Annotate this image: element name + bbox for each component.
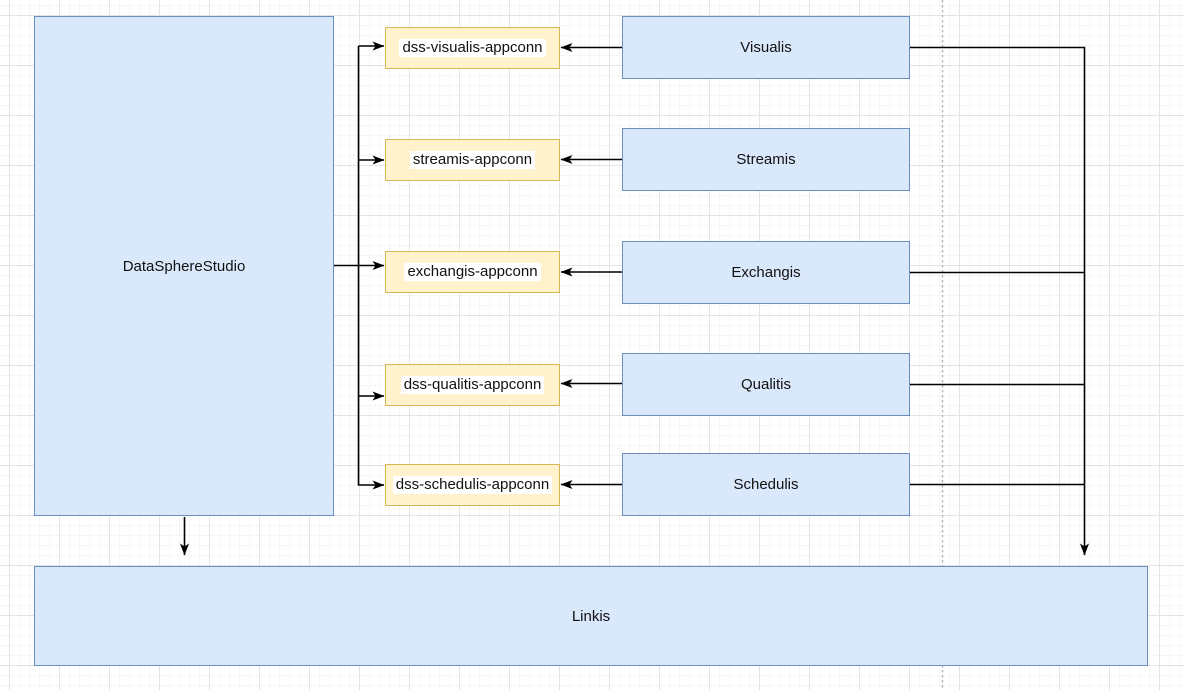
node-exchangis-appconn[interactable]: exchangis-appconn [385,251,560,293]
node-datasphere-studio-label: DataSphereStudio [122,257,246,275]
node-streamis-appconn[interactable]: streamis-appconn [385,139,560,181]
node-exchangis-label: Exchangis [731,264,801,281]
node-dss-qualitis-appconn-label: dss-qualitis-appconn [400,376,545,394]
node-schedulis[interactable]: Schedulis [622,453,910,516]
node-streamis-label: Streamis [736,151,796,168]
node-exchangis-appconn-label: exchangis-appconn [404,263,541,281]
node-visualis-label: Visualis [740,39,792,56]
node-dss-visualis-appconn-label: dss-visualis-appconn [399,39,546,57]
node-dss-visualis-appconn[interactable]: dss-visualis-appconn [385,27,560,69]
node-qualitis-label: Qualitis [740,376,792,393]
node-schedulis-label: Schedulis [733,476,799,493]
node-linkis[interactable]: Linkis [34,566,1148,666]
node-visualis[interactable]: Visualis [622,16,910,79]
node-streamis[interactable]: Streamis [622,128,910,191]
node-dss-qualitis-appconn[interactable]: dss-qualitis-appconn [385,364,560,406]
node-linkis-label: Linkis [571,607,611,625]
node-dss-schedulis-appconn[interactable]: dss-schedulis-appconn [385,464,560,506]
node-datasphere-studio[interactable]: DataSphereStudio [34,16,334,516]
node-streamis-appconn-label: streamis-appconn [409,151,536,169]
node-dss-schedulis-appconn-label: dss-schedulis-appconn [392,476,553,494]
node-qualitis[interactable]: Qualitis [622,353,910,416]
node-exchangis[interactable]: Exchangis [622,241,910,304]
edge-visualis-to-linkis [910,46,1089,556]
